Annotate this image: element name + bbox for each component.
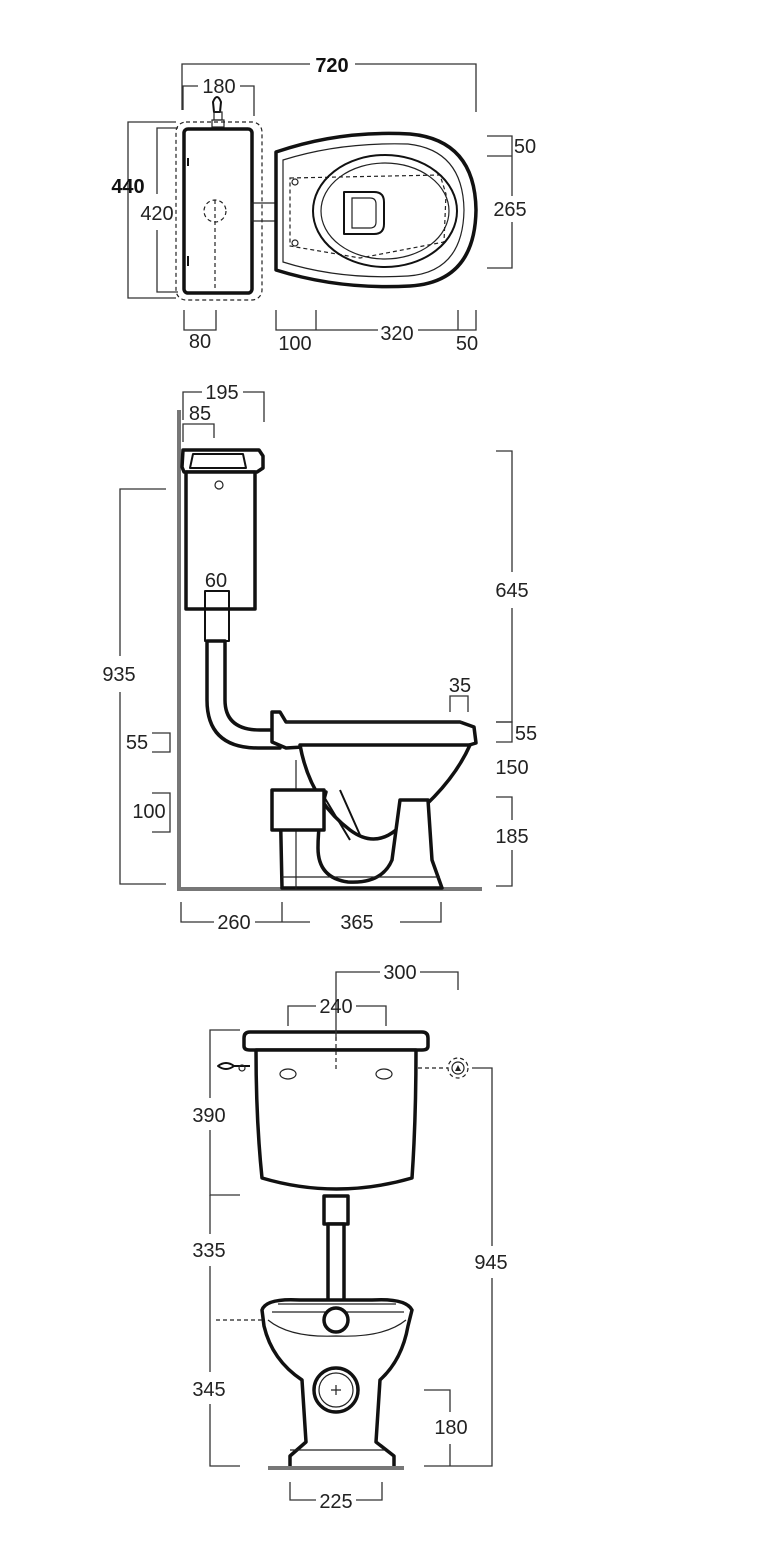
dim-35: 35 bbox=[449, 675, 471, 697]
dim-335: 335 bbox=[192, 1240, 225, 1262]
water-inlet bbox=[447, 1057, 469, 1079]
cistern-front bbox=[254, 1048, 418, 1191]
dim-85: 85 bbox=[189, 403, 211, 425]
flush-pipe-side bbox=[205, 639, 282, 750]
flush-lever-top bbox=[212, 96, 222, 113]
dim-225: 225 bbox=[319, 1491, 352, 1513]
dim-300: 300 bbox=[383, 962, 416, 984]
drain-outline bbox=[343, 191, 385, 235]
dim-720: 720 bbox=[315, 55, 348, 77]
front-view: 300 240 390 335 345 945 180 225 bbox=[192, 962, 507, 1513]
dim-420: 420 bbox=[140, 203, 173, 225]
cistern-top-outline bbox=[175, 121, 263, 301]
cistern-top bbox=[182, 127, 254, 295]
dim-180: 180 bbox=[202, 76, 235, 98]
dim-100: 100 bbox=[278, 333, 311, 355]
seat-opening bbox=[312, 154, 458, 268]
cistern-side bbox=[184, 470, 257, 611]
flush-lever-front bbox=[217, 1062, 250, 1070]
dim-80: 80 bbox=[189, 331, 211, 353]
dim-180-front: 180 bbox=[434, 1417, 467, 1439]
dim-265: 265 bbox=[493, 199, 526, 221]
dim-440: 440 bbox=[111, 176, 144, 198]
dim-50-rim: 50 bbox=[514, 136, 536, 158]
dim-320: 320 bbox=[380, 323, 413, 345]
side-view: 195 85 60 35 935 645 55 150 185 55 100 2… bbox=[102, 382, 537, 934]
dim-185: 185 bbox=[495, 826, 528, 848]
dim-55-right: 55 bbox=[515, 723, 537, 745]
dim-365: 365 bbox=[340, 912, 373, 934]
dim-935: 935 bbox=[102, 664, 135, 686]
dim-100-side: 100 bbox=[132, 801, 165, 823]
dim-645: 645 bbox=[495, 580, 528, 602]
dim-390: 390 bbox=[192, 1105, 225, 1127]
dim-50-front: 50 bbox=[456, 333, 478, 355]
dim-150: 150 bbox=[495, 757, 528, 779]
dim-945: 945 bbox=[474, 1252, 507, 1274]
dim-260: 260 bbox=[217, 912, 250, 934]
dim-60: 60 bbox=[205, 570, 227, 592]
pan-side bbox=[270, 710, 478, 750]
pipe-connector-front bbox=[322, 1194, 350, 1226]
dim-55-left: 55 bbox=[126, 732, 148, 754]
dim-345: 345 bbox=[192, 1379, 225, 1401]
top-view: 720 180 440 420 80 100 320 50 50 265 bbox=[111, 55, 536, 355]
dim-195: 195 bbox=[205, 382, 238, 404]
dim-240: 240 bbox=[319, 996, 352, 1018]
